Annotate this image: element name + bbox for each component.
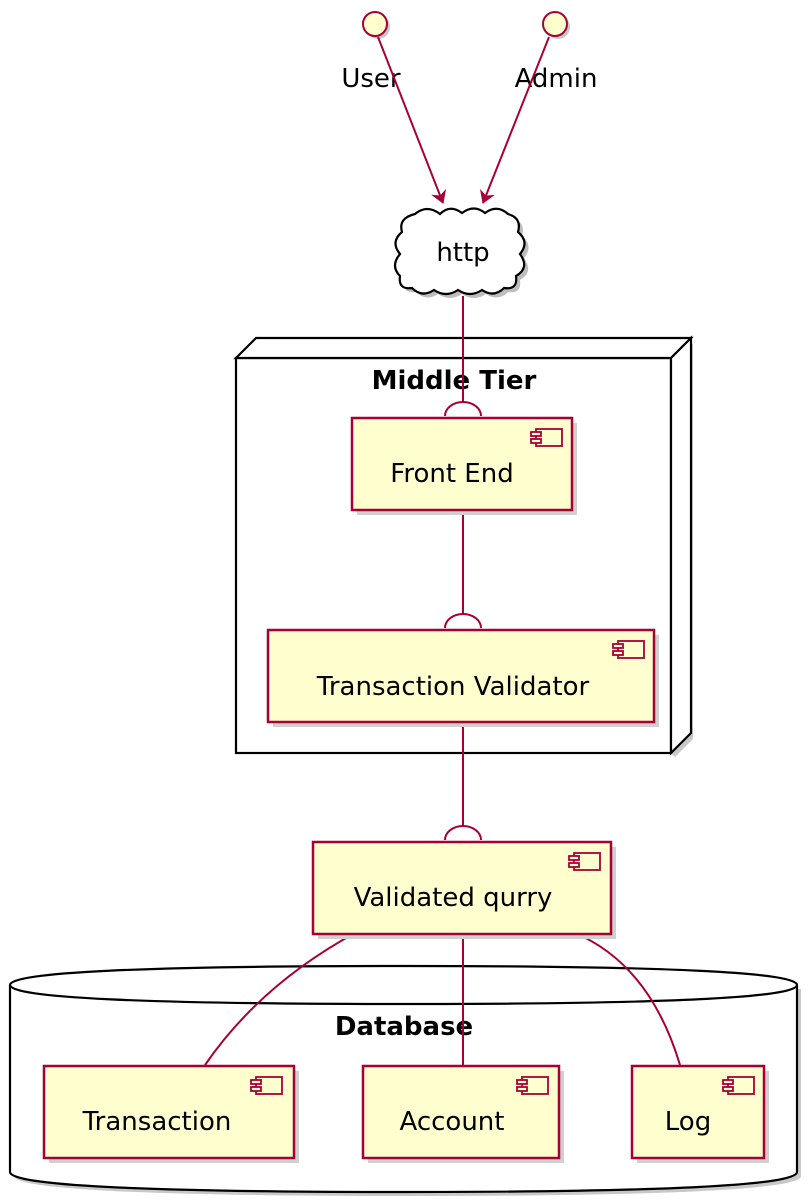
component-icon: [612, 640, 645, 659]
front-end-label: Front End: [390, 459, 513, 489]
user-interface-icon: [362, 11, 388, 37]
edge-query-log: [574, 932, 681, 1066]
component-transaction: Transaction: [42, 1064, 299, 1163]
component-front-end: Front End: [350, 416, 577, 515]
component-icon: [516, 1076, 549, 1095]
middle-tier-label: Middle Tier: [372, 366, 537, 396]
edge-admin-http: [479, 36, 550, 204]
database-label: Database: [335, 1012, 473, 1042]
component-account: Account: [361, 1064, 564, 1163]
component-log: Log: [630, 1064, 769, 1163]
edge-validator-query: [444, 722, 482, 841]
transaction-validator-label: Transaction Validator: [316, 672, 590, 702]
user-label: User: [341, 64, 401, 94]
actor-admin: Admin: [515, 11, 598, 94]
account-label: Account: [400, 1107, 505, 1137]
http-label: http: [436, 238, 489, 268]
transaction-label: Transaction: [82, 1107, 232, 1137]
component-icon: [250, 1076, 283, 1095]
component-icon: [530, 428, 563, 447]
component-icon: [568, 852, 601, 871]
component-transaction-validator: Transaction Validator: [266, 628, 659, 727]
component-icon: [722, 1076, 755, 1095]
admin-interface-icon: [542, 11, 568, 37]
edge-query-transaction: [204, 932, 356, 1066]
edge-frontend-validator: [444, 510, 482, 629]
log-label: Log: [665, 1107, 711, 1137]
edge-user-http: [377, 36, 447, 204]
component-validated-qurry: Validated qurry: [311, 840, 616, 939]
edge-http-frontend: [444, 296, 482, 417]
validated-qurry-label: Validated qurry: [354, 883, 553, 913]
http-cloud: http: [393, 207, 529, 298]
admin-label: Admin: [515, 64, 598, 94]
actor-user: User: [341, 11, 401, 94]
